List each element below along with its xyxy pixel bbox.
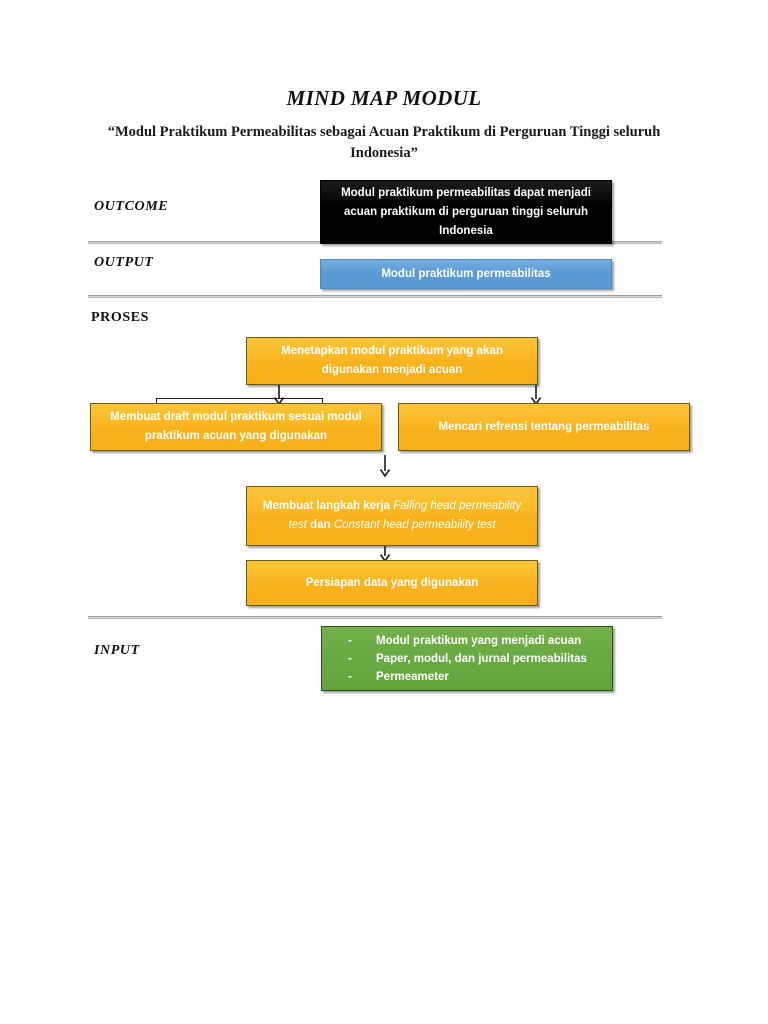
- list-item-label: Modul praktikum yang menjadi acuan: [376, 634, 582, 647]
- process-box-step-1: Menetapkan modul praktikum yang akan dig…: [246, 337, 538, 385]
- list-item: - Permeameter: [348, 668, 587, 686]
- output-box: Modul praktikum permeabilitas: [320, 259, 612, 289]
- list-bullet: -: [348, 652, 352, 665]
- plain-term: Membuat langkah kerja: [262, 500, 394, 512]
- outcome-box-text: Modul praktikum permeabilitas dapat menj…: [341, 186, 591, 237]
- section-label-input: INPUT: [94, 643, 140, 658]
- process-box-step-2-text: Membuat draft modul praktikum sesuai mod…: [110, 411, 362, 442]
- process-box-step-5: Persiapan data yang digunakan: [246, 560, 538, 606]
- arrow-down-to-step-4: [378, 455, 392, 477]
- process-box-step-3-text: Mencari refrensi tentang permeabilitas: [438, 420, 650, 433]
- section-label-output: OUTPUT: [94, 255, 154, 270]
- section-label-outcome: OUTCOME: [94, 199, 169, 214]
- italic-term: Constant head permeability test: [333, 519, 496, 531]
- list-bullet: -: [348, 670, 352, 683]
- process-box-step-4: Membuat langkah kerja Falling head perme…: [246, 486, 538, 546]
- arrow-down-to-step-3: [529, 385, 543, 405]
- divider-proses-input: [88, 616, 662, 619]
- process-box-step-5-text: Persiapan data yang digunakan: [305, 576, 479, 589]
- process-box-step-1-text: Menetapkan modul praktikum yang akan dig…: [281, 345, 503, 376]
- list-item: - Modul praktikum yang menjadi acuan: [348, 632, 587, 650]
- section-label-proses: PROSES: [91, 310, 150, 325]
- process-box-step-2: Membuat draft modul praktikum sesuai mod…: [90, 403, 382, 451]
- input-list: - Modul praktikum yang menjadi acuan - Pape…: [322, 632, 587, 686]
- input-box: - Modul praktikum yang menjadi acuan - Pape…: [321, 626, 613, 691]
- outcome-box: Modul praktikum permeabilitas dapat menj…: [320, 180, 612, 244]
- list-item: - Paper, modul, dan jurnal permeabilitas: [348, 650, 587, 668]
- process-box-step-3: Mencari refrensi tentang permeabilitas: [398, 403, 690, 451]
- list-item-label: Permeameter: [376, 670, 449, 683]
- page-subtitle: “Modul Praktikum Permeabilitas sebagai A…: [107, 124, 661, 161]
- output-box-text: Modul praktikum permeabilitas: [381, 268, 551, 280]
- process-box-step-4-text: Membuat langkah kerja Falling head perme…: [261, 497, 523, 535]
- plain-term: dan: [310, 519, 334, 531]
- italic-term: Falling head permeability test: [288, 500, 522, 531]
- page-title: MIND MAP MODUL: [286, 86, 482, 110]
- divider-output-proses: [88, 295, 662, 298]
- list-item-label: Paper, modul, dan jurnal permeabilitas: [376, 652, 587, 665]
- list-bullet: -: [348, 634, 352, 647]
